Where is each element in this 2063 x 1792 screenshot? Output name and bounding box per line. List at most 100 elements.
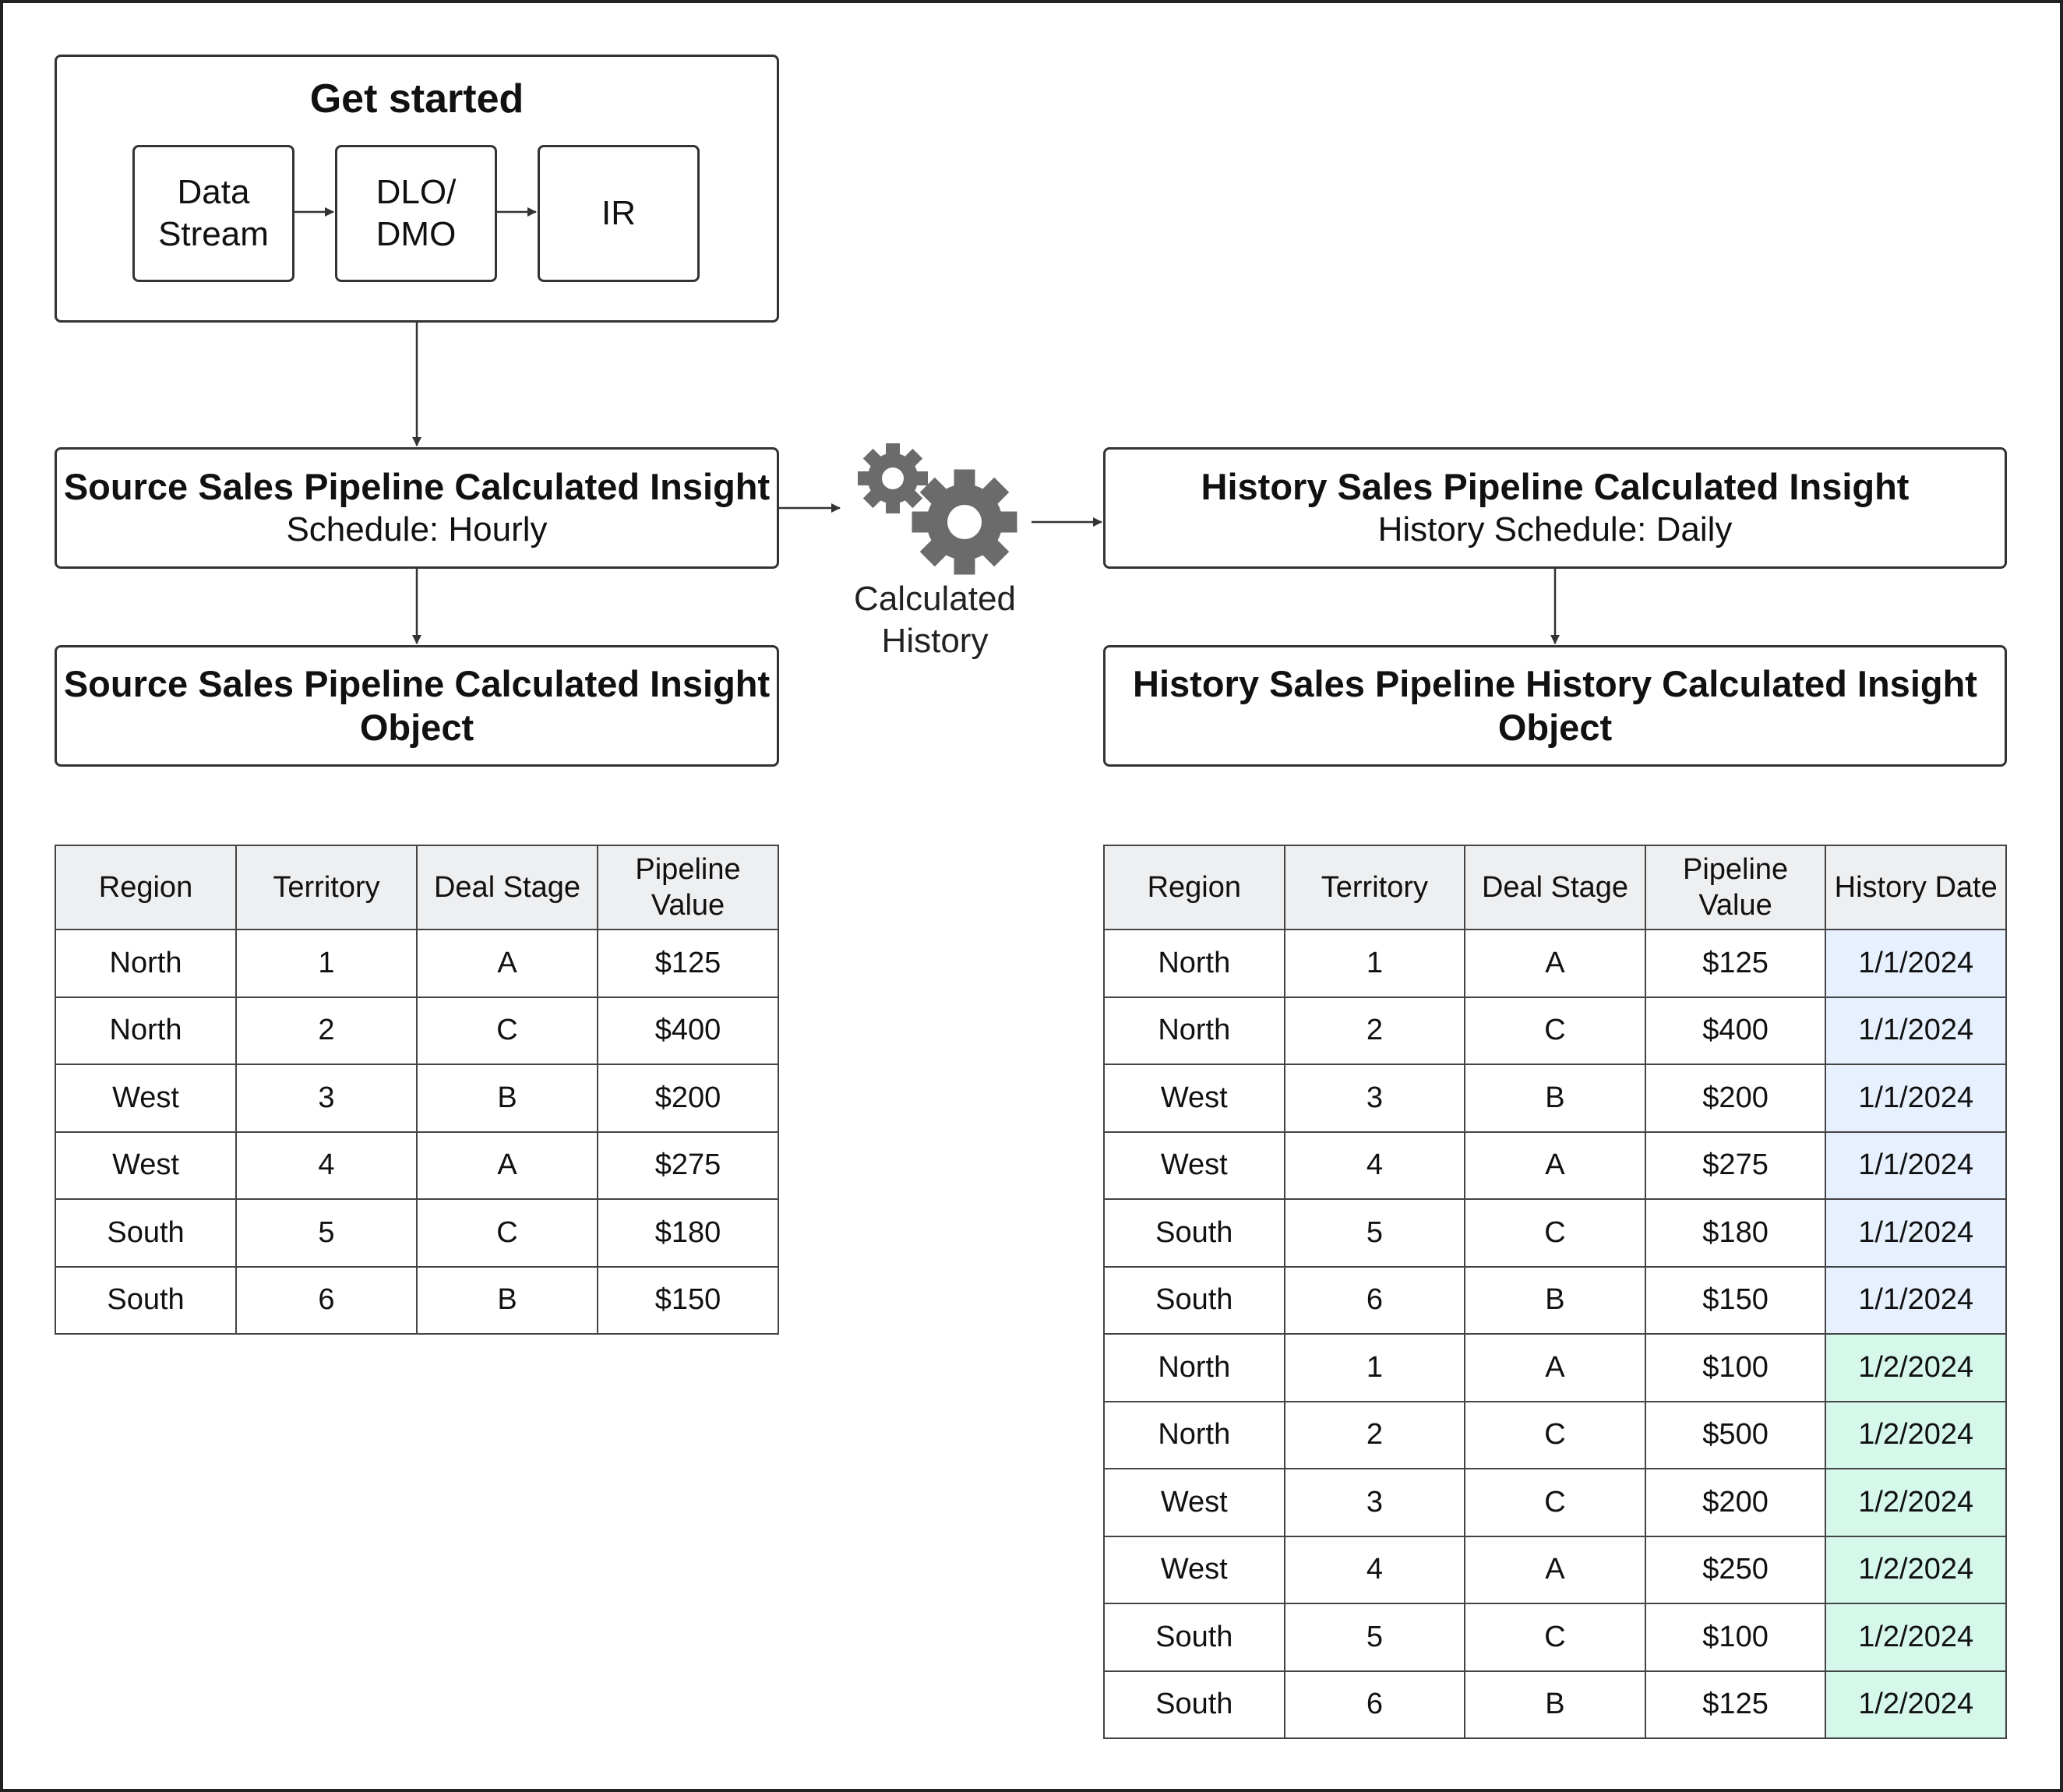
column-header: History Date — [1825, 845, 2007, 930]
history-date-cell: 1/2/2024 — [1825, 1603, 2007, 1672]
column-header: Deal Stage — [1464, 845, 1646, 930]
table-cell: $200 — [597, 1064, 779, 1133]
table-cell: C — [1464, 1198, 1646, 1268]
column-header: Deal Stage — [416, 845, 598, 930]
table-cell: A — [1464, 1535, 1646, 1604]
table-cell: 5 — [1283, 1603, 1466, 1672]
step-data-stream: Data Stream — [132, 145, 294, 282]
table-cell: North — [1103, 996, 1285, 1065]
source-object-title-line1: Source Sales Pipeline Calculated Insight — [63, 663, 771, 704]
table-cell: West — [1103, 1131, 1285, 1200]
history-calculated-insight-box: History Sales Pipeline Calculated Insigh… — [1103, 447, 2007, 569]
history-date-cell: 1/1/2024 — [1825, 996, 2007, 1065]
table-cell: B — [416, 1064, 598, 1133]
source-calculated-insight-box: Source Sales Pipeline Calculated Insight… — [55, 447, 779, 569]
history-date-cell: 1/2/2024 — [1825, 1468, 2007, 1537]
history-date-cell: 1/1/2024 — [1825, 1265, 2007, 1335]
table-cell: $125 — [1644, 1670, 1827, 1739]
table-cell: West — [1103, 1064, 1285, 1133]
history-ci-schedule: History Schedule: Daily — [1377, 510, 1733, 549]
history-date-cell: 1/1/2024 — [1825, 1064, 2007, 1133]
calculated-history-label: Calculated History — [810, 578, 1060, 662]
step-label: IR — [601, 194, 636, 232]
table-cell: $400 — [597, 996, 779, 1065]
table-cell: South — [1103, 1198, 1285, 1268]
table-cell: South — [1103, 1670, 1285, 1739]
table-cell: 3 — [235, 1064, 418, 1133]
table-cell: $150 — [597, 1265, 779, 1335]
step-label: Data Stream — [158, 173, 269, 253]
table-cell: C — [416, 996, 598, 1065]
table-cell: $200 — [1644, 1468, 1827, 1537]
table-cell: B — [1464, 1670, 1646, 1739]
table-cell: $125 — [1644, 929, 1827, 998]
table-cell: $275 — [597, 1131, 779, 1200]
table-cell: 2 — [235, 996, 418, 1065]
table-cell: 4 — [1283, 1535, 1466, 1604]
table-cell: 3 — [1283, 1468, 1466, 1537]
table-cell: C — [1464, 996, 1646, 1065]
calculated-history-line2: History — [881, 622, 989, 660]
history-ci-title: History Sales Pipeline Calculated Insigh… — [1201, 466, 1910, 507]
column-header: Territory — [235, 845, 418, 930]
table-cell: A — [416, 929, 598, 998]
source-object-title-line2: Object — [359, 707, 474, 748]
table-cell: $200 — [1644, 1064, 1827, 1133]
history-date-cell: 1/1/2024 — [1825, 1131, 2007, 1200]
source-ci-schedule: Schedule: Hourly — [286, 510, 548, 549]
table-cell: South — [1103, 1603, 1285, 1672]
table-cell: C — [1464, 1468, 1646, 1537]
table-cell: 1 — [1283, 1333, 1466, 1402]
table-cell: West — [55, 1131, 237, 1200]
table-cell: West — [1103, 1468, 1285, 1537]
table-cell: 1 — [1283, 929, 1466, 998]
table-cell: $100 — [1644, 1333, 1827, 1402]
table-cell: West — [1103, 1535, 1285, 1604]
table-cell: 2 — [1283, 1400, 1466, 1469]
table-cell: 3 — [1283, 1064, 1466, 1133]
column-header: Territory — [1283, 845, 1466, 930]
table-cell: South — [55, 1198, 237, 1268]
table-cell: B — [416, 1265, 598, 1335]
table-cell: 4 — [1283, 1131, 1466, 1200]
table-cell: North — [1103, 929, 1285, 998]
table-cell: $500 — [1644, 1400, 1827, 1469]
get-started-title: Get started — [309, 76, 524, 122]
table-cell: C — [1464, 1603, 1646, 1672]
table-cell: $100 — [1644, 1603, 1827, 1672]
table-cell: A — [1464, 1333, 1646, 1402]
source-calculated-insight-object-box: Source Sales Pipeline Calculated Insight… — [55, 645, 779, 767]
history-date-cell: 1/2/2024 — [1825, 1400, 2007, 1469]
table-cell: $250 — [1644, 1535, 1827, 1604]
table-cell: North — [1103, 1400, 1285, 1469]
column-header: Region — [55, 845, 237, 930]
table-cell: 6 — [235, 1265, 418, 1335]
history-date-cell: 1/2/2024 — [1825, 1333, 2007, 1402]
table-cell: A — [416, 1131, 598, 1200]
table-cell: 1 — [235, 929, 418, 998]
calculated-history-line1: Calculated — [854, 580, 1016, 618]
table-cell: $180 — [1644, 1198, 1827, 1268]
table-cell: $275 — [1644, 1131, 1827, 1200]
history-date-cell: 1/2/2024 — [1825, 1535, 2007, 1604]
table-cell: $125 — [597, 929, 779, 998]
table-cell: 5 — [1283, 1198, 1466, 1268]
table-cell: 6 — [1283, 1265, 1466, 1335]
table-cell: $150 — [1644, 1265, 1827, 1335]
